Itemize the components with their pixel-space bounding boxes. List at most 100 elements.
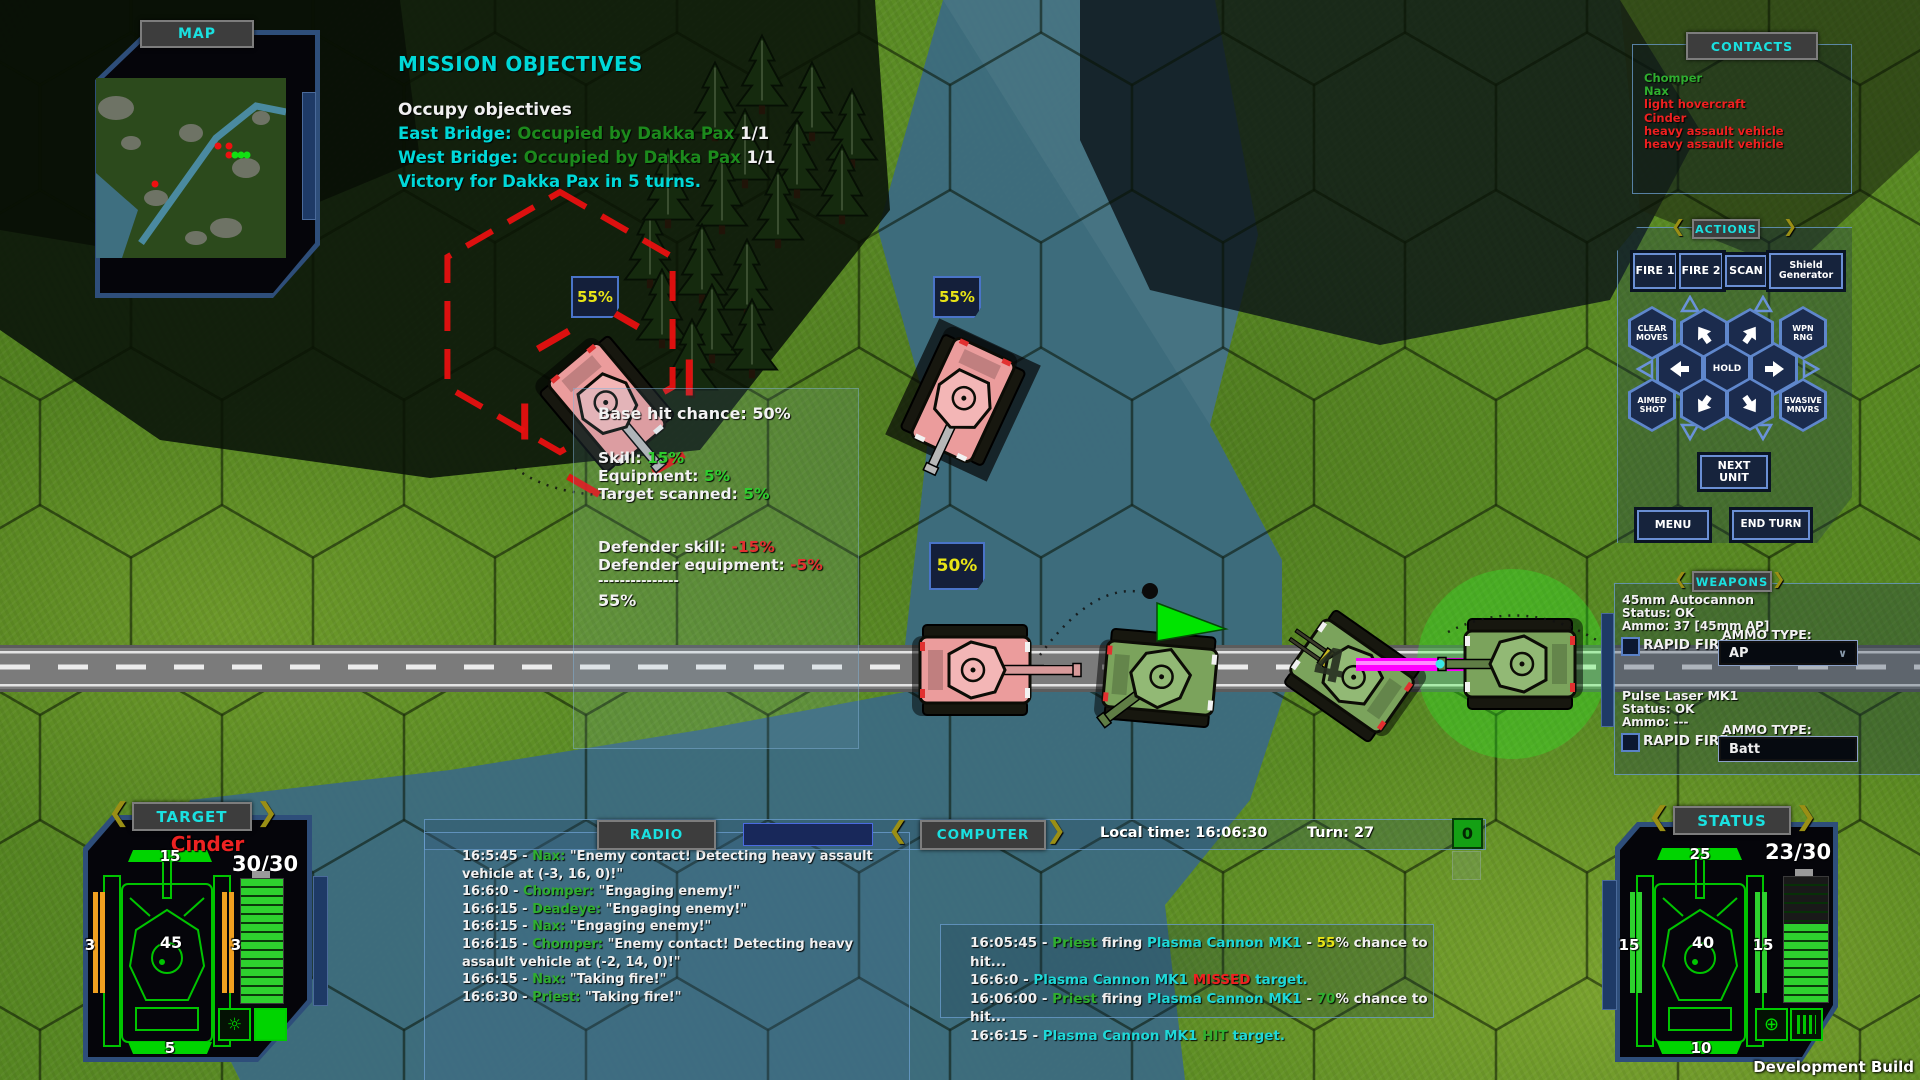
selected-friendly-tank[interactable]	[1435, 618, 1584, 710]
tree-icon	[751, 167, 805, 249]
chevron-left-icon[interactable]: ❮	[888, 816, 909, 844]
east-bridge-count: 1/1	[740, 124, 770, 143]
weapons-scrollbar[interactable]	[1601, 613, 1614, 727]
status-light-icon[interactable]	[254, 1008, 287, 1041]
tree-icon	[688, 60, 742, 142]
chevron-right-icon[interactable]: ❯	[1795, 802, 1817, 832]
actions-panel-title: ACTIONS	[1692, 219, 1760, 239]
fire-2-button[interactable]: FIRE 2	[1679, 253, 1723, 289]
log-callsign: Nax:	[532, 849, 566, 864]
turret-armor-value: 45	[159, 933, 183, 952]
contact-row[interactable]: heavy assault vehicle	[1644, 137, 1784, 152]
mission-west-line: West Bridge: Occupied by Dakka Pax 1/1	[398, 148, 776, 167]
attack-target-hex[interactable]	[444, 188, 676, 456]
chevron-right-icon[interactable]: ❯	[1783, 217, 1798, 237]
radio-log-line: 16:6:15 - Nax: "Taking fire!"	[462, 971, 904, 989]
grille-icon[interactable]	[1790, 1008, 1823, 1041]
shield-generator-button[interactable]: Shield Generator	[1769, 253, 1843, 289]
rear-armor-bar	[128, 1042, 212, 1054]
tree-icon	[641, 147, 695, 229]
left-armor-bar	[1630, 892, 1642, 993]
radio-log: 16:5:45 - Nax: "Enemy contact! Detecting…	[462, 848, 904, 1006]
chevron-right-icon[interactable]: ❯	[1046, 816, 1067, 844]
log-message: "Taking fire!"	[565, 972, 667, 988]
contact-row[interactable]: Nax	[1644, 84, 1669, 99]
chevron-right-icon[interactable]: ❯	[256, 798, 278, 828]
target-scanned-label: Target scanned:	[598, 485, 744, 503]
fire-1-button[interactable]: FIRE 1	[1633, 253, 1677, 289]
rear-armor-value: 10	[1690, 1039, 1712, 1057]
target-scrollbar[interactable]	[313, 876, 328, 1006]
weapon-2-status: Status: OK	[1622, 702, 1695, 716]
clear-moves-label: CLEAR MOVES	[1636, 323, 1668, 342]
computer-tab[interactable]: COMPUTER	[920, 820, 1046, 850]
contact-row[interactable]: Chomper	[1644, 71, 1703, 85]
chevron-left-icon[interactable]: ❮	[108, 798, 130, 828]
combat-tooltip-panel	[573, 388, 859, 749]
sensor-icon[interactable]: ⊕	[1755, 1008, 1788, 1041]
weapon-range-button[interactable]: WPN RNG	[1779, 306, 1827, 360]
enemy-tank[interactable]	[885, 318, 1041, 484]
contact-row[interactable]: Cinder	[1644, 110, 1687, 125]
status-scrollbar[interactable]	[1602, 880, 1617, 1010]
friendly-tank[interactable]	[1277, 607, 1430, 749]
right-armor-value: 15	[1752, 936, 1774, 954]
log-time: 16:05:45 -	[970, 935, 1053, 951]
enemy-tank[interactable]	[531, 327, 682, 487]
chevron-left-icon[interactable]: ❮	[1671, 217, 1686, 237]
friendly-tank[interactable]	[1084, 627, 1219, 745]
log-time: 16:5:45 -	[462, 849, 533, 864]
aimed-shot-button[interactable]: AIMED SHOT	[1628, 378, 1676, 432]
log-callsign: Nax:	[532, 972, 566, 988]
end-turn-button[interactable]: END TURN	[1732, 510, 1810, 540]
contact-row[interactable]: light hovercraft	[1644, 97, 1746, 112]
enemy-tank[interactable]	[912, 624, 1082, 716]
log-time: 16:6:15 -	[462, 901, 533, 917]
contact-row[interactable]: heavy assault vehicle	[1644, 123, 1784, 138]
log-part: Priest	[1052, 990, 1097, 1007]
map-scrollbar[interactable]	[302, 92, 316, 220]
notification-counter[interactable]: 0	[1452, 818, 1483, 849]
mission-victory-line: Victory for Dakka Pax in 5 turns.	[398, 172, 701, 191]
move-down-right-button[interactable]	[1726, 377, 1774, 431]
move-direction-indicators	[1635, 295, 1821, 442]
build-label: Development Build	[1753, 1058, 1914, 1076]
radio-tab[interactable]: RADIO	[597, 820, 716, 850]
computer-log-line: 16:05:45 - Priest firing Plasma Cannon M…	[970, 934, 1440, 971]
tree-icon	[685, 282, 739, 364]
local-time: Local time: 16:06:30	[1100, 825, 1268, 841]
chevron-right-icon[interactable]: ❯	[1772, 569, 1786, 588]
log-message: "Taking fire!"	[580, 989, 682, 1005]
ammo-type-select[interactable]: Batt	[1718, 736, 1858, 762]
combat-tooltip: Base hit chance: 50% Skill: 15% Equipmen…	[598, 404, 823, 610]
rapid-fire-checkbox[interactable]	[1621, 637, 1640, 656]
arrow-right-icon	[1765, 361, 1784, 377]
log-part: Plasma Cannon MK1	[1146, 935, 1302, 951]
rear-armor-bar	[1657, 1042, 1742, 1054]
left-armor-bar	[93, 892, 105, 993]
defender-equipment-value: -5%	[790, 556, 823, 574]
move-up-right-button[interactable]	[1726, 308, 1774, 362]
radio-log-line: 16:5:45 - Nax: "Enemy contact! Detecting…	[462, 848, 904, 883]
radio-log-line: 16:6:15 - Nax: "Engaging enemy!"	[462, 918, 904, 936]
weapon-2-ammo: Ammo: ---	[1622, 715, 1689, 729]
contacts-panel-title: CONTACTS	[1686, 32, 1818, 60]
scan-button[interactable]: SCAN	[1725, 255, 1767, 287]
log-part: -	[1301, 990, 1317, 1007]
menu-button[interactable]: MENU	[1637, 510, 1709, 540]
ammo-type-select[interactable]: AP ∨	[1718, 640, 1858, 666]
log-part: Plasma Cannon MK1	[1042, 1027, 1203, 1044]
chevron-left-icon[interactable]: ❮	[1674, 569, 1688, 588]
flare-icon[interactable]: ☼	[218, 1008, 251, 1041]
evasive-maneuvers-button[interactable]: EVASIVE MNVRS	[1779, 378, 1827, 432]
move-down-left-button[interactable]	[1680, 377, 1728, 431]
computer-panel	[940, 924, 1434, 1018]
log-part: Priest	[1052, 935, 1097, 951]
minimap[interactable]	[96, 78, 286, 258]
rapid-fire-checkbox[interactable]	[1621, 733, 1640, 752]
next-unit-button[interactable]: NEXT UNIT	[1700, 455, 1768, 489]
skill-label: Skill:	[598, 449, 648, 467]
chevron-left-icon[interactable]: ❮	[1648, 802, 1670, 832]
log-part: 55	[1316, 935, 1336, 951]
